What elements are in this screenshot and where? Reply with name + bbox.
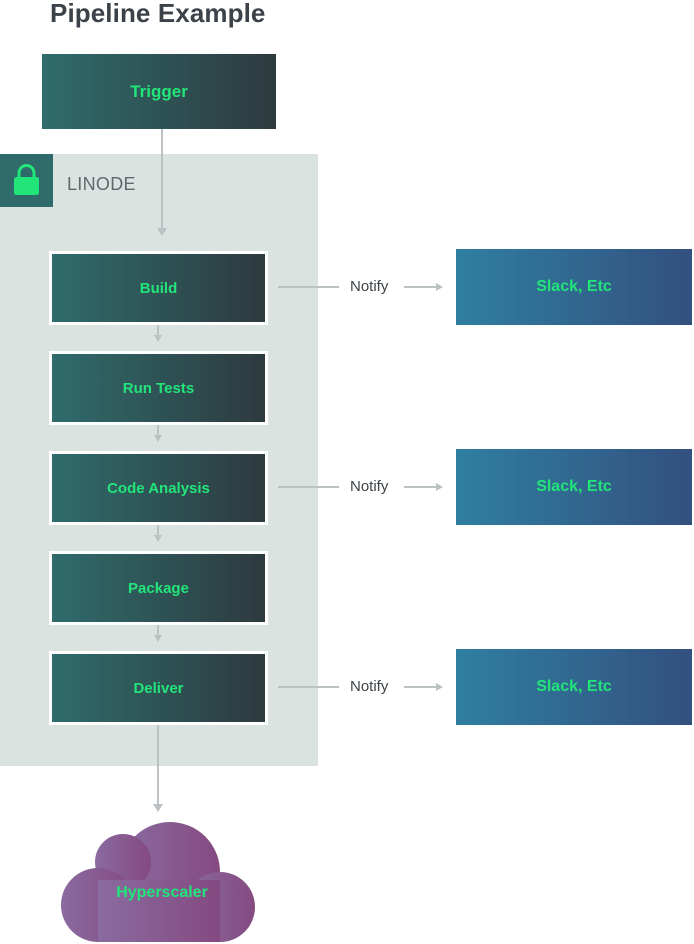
slack-node[interactable]: Slack, Etc <box>456 649 692 725</box>
step-deliver[interactable]: Deliver <box>49 651 268 725</box>
trigger-node[interactable]: Trigger <box>42 54 276 129</box>
step-label: Code Analysis <box>107 479 210 497</box>
step-label: Build <box>139 279 178 297</box>
slack-node[interactable]: Slack, Etc <box>456 249 692 325</box>
page-title: Pipeline Example <box>50 0 266 28</box>
notify-label: Notify <box>350 678 389 695</box>
step-package[interactable]: Package <box>49 551 268 625</box>
step-label: Package <box>128 579 189 597</box>
cloud-icon <box>61 822 255 942</box>
trigger-label: Trigger <box>130 81 188 101</box>
step-run-tests[interactable]: Run Tests <box>49 351 268 425</box>
notify-label: Notify <box>350 278 389 295</box>
step-code-analysis[interactable]: Code Analysis <box>49 451 268 525</box>
slack-label: Slack, Etc <box>536 278 612 295</box>
step-build[interactable]: Build <box>49 251 268 325</box>
slack-node[interactable]: Slack, Etc <box>456 449 692 525</box>
panel-label: LINODE <box>67 174 136 194</box>
notify-label: Notify <box>350 478 389 495</box>
step-label: Run Tests <box>122 379 195 397</box>
slack-label: Slack, Etc <box>536 478 612 495</box>
hyperscaler-label: Hyperscaler <box>116 884 208 901</box>
arrowhead-trigger-build <box>157 228 167 236</box>
lock-icon <box>14 164 39 195</box>
lock-badge <box>0 154 53 207</box>
step-label: Deliver <box>133 679 184 697</box>
slack-label: Slack, Etc <box>536 678 612 695</box>
